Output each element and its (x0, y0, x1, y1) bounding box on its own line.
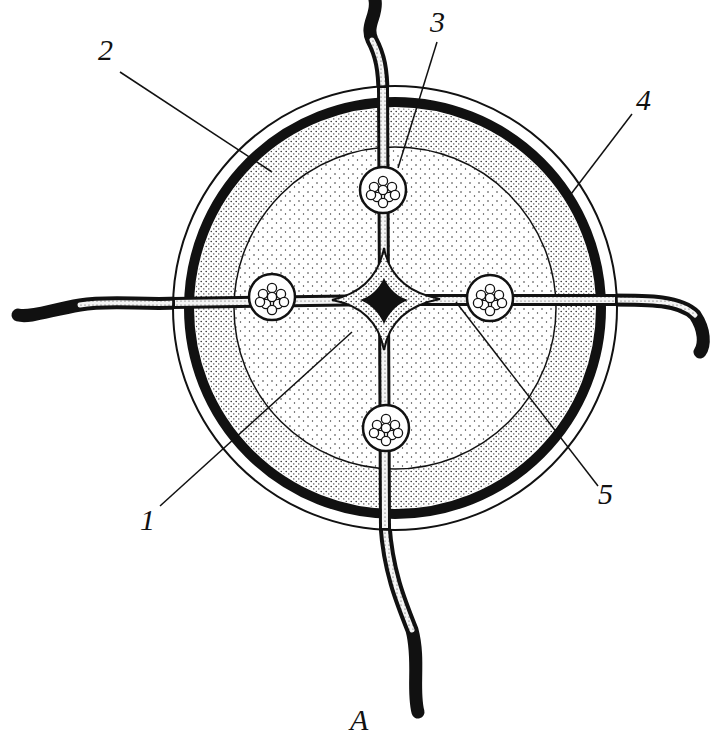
inner-core (234, 147, 556, 469)
callout-number: 1 (140, 504, 155, 536)
callout-number: 3 (430, 6, 445, 38)
callout-number: 5 (598, 478, 613, 510)
stippled-band (214, 127, 576, 489)
tentacles (18, 0, 703, 712)
dark-ring (189, 102, 601, 514)
cell-nodules (249, 167, 513, 451)
figure-caption: A (350, 704, 368, 736)
callout-number: 4 (636, 84, 651, 116)
callout-number: 2 (98, 34, 113, 66)
central-dark-core (360, 278, 408, 324)
leader-lines (120, 42, 632, 506)
radial-strands (173, 86, 617, 530)
outer-membrane (173, 86, 617, 530)
